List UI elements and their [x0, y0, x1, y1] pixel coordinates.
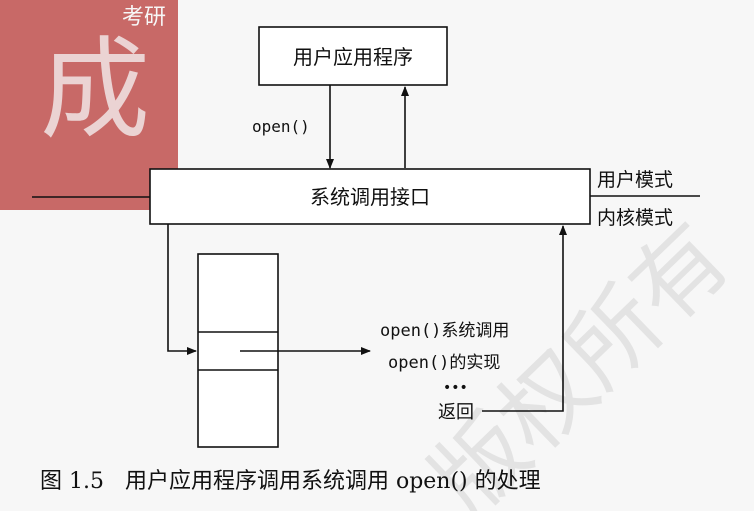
- watermark-brand-char: 成: [40, 26, 150, 154]
- user-mode-label: 用户模式: [597, 169, 673, 191]
- user-app-label: 用户应用程序: [293, 45, 413, 69]
- return-label: 返回: [438, 402, 474, 423]
- open-call-label: open(): [252, 117, 310, 136]
- user-app-box: [258, 26, 448, 86]
- syscall-interface-label: 系统调用接口: [310, 185, 430, 209]
- watermark-logo-text: 考研: [122, 5, 166, 30]
- watermark-logo: 成 考研: [0, 0, 178, 210]
- figure-caption: 图 1.5 用户应用程序调用系统调用 open() 的处理: [40, 469, 541, 494]
- open-impl-label: open()的实现: [388, 353, 500, 373]
- open-syscall-label: open()系统调用: [380, 321, 509, 341]
- kernel-mode-label: 内核模式: [597, 207, 673, 229]
- return-path-arrow: [482, 225, 567, 412]
- ellipsis-label: •••: [443, 380, 468, 396]
- dispatch-arrow: [167, 224, 197, 355]
- syscall-interface-box: [149, 168, 591, 225]
